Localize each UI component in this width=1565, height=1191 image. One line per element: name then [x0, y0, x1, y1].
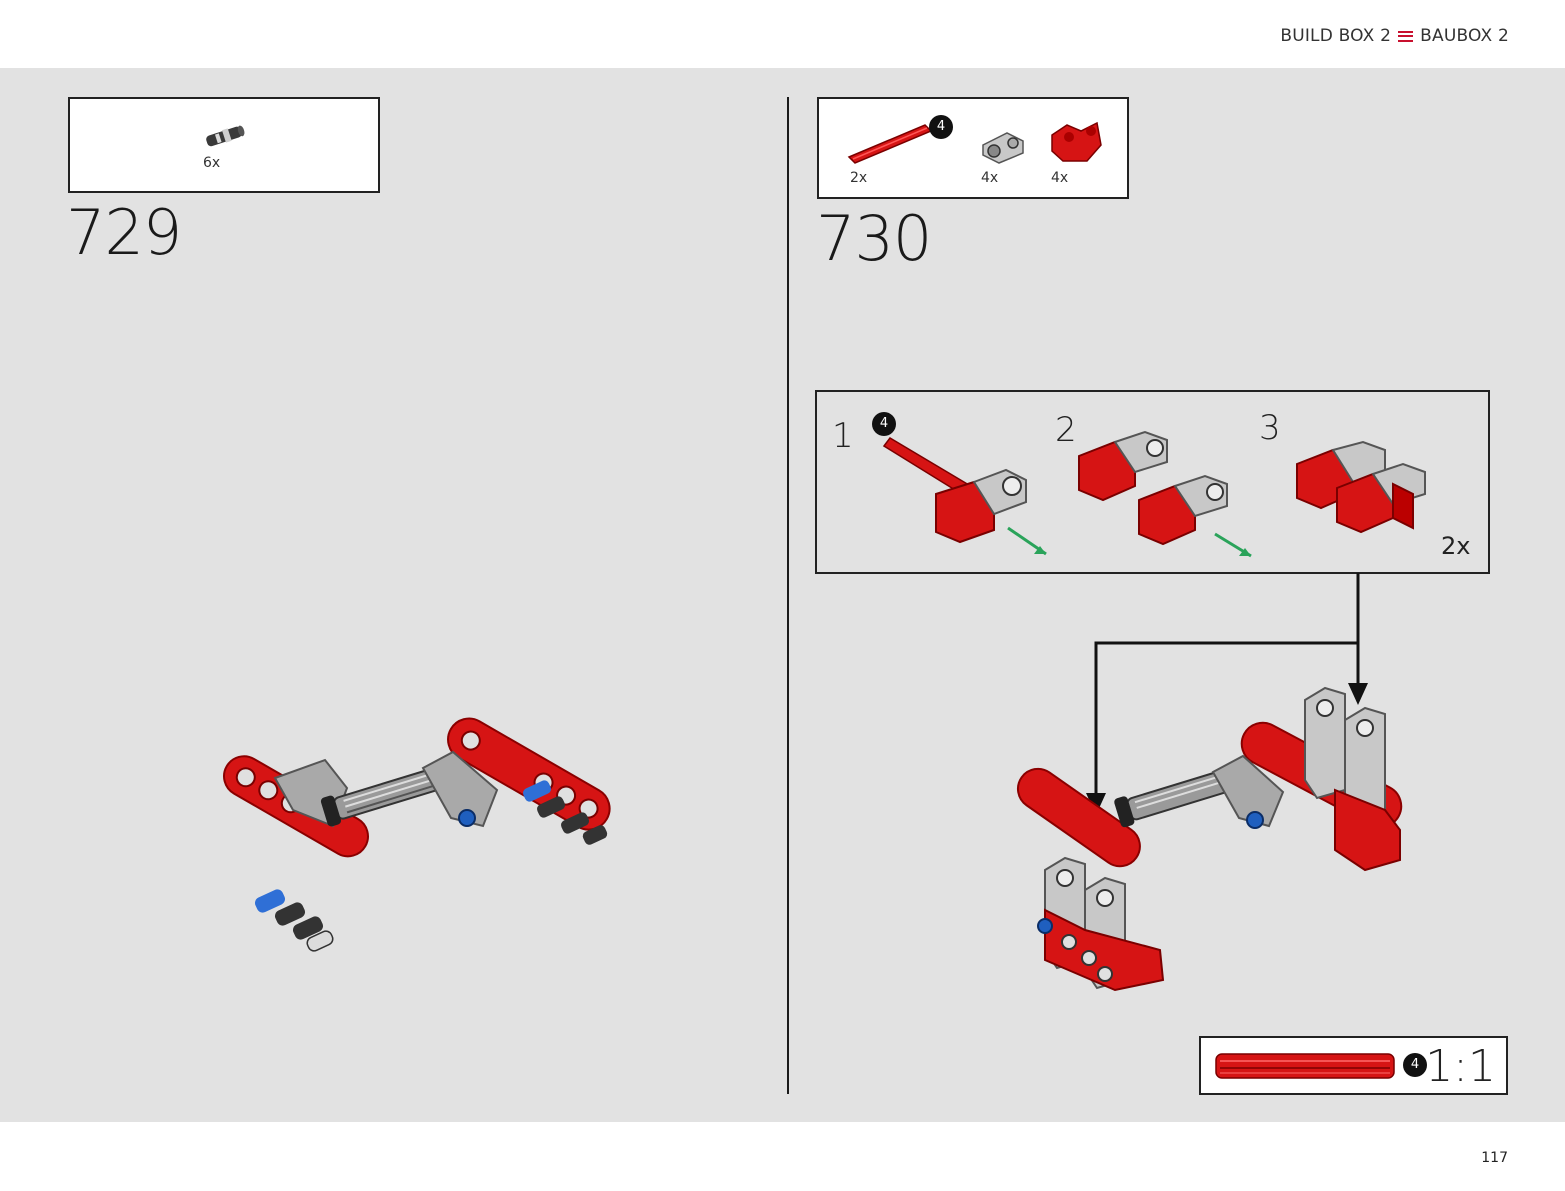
part-qty: 4x — [981, 170, 999, 186]
substep-3-illustration — [1296, 440, 1426, 534]
gray-connector-icon — [982, 132, 1024, 164]
part-qty: 6x — [203, 155, 221, 171]
model-illustration-729 — [223, 717, 611, 952]
part-qty: 2x — [850, 170, 868, 186]
scale-label: 1:1 — [1425, 1041, 1496, 1092]
pin-connector-icon — [206, 125, 245, 147]
build-box-en: BUILD BOX 2 — [1280, 26, 1392, 46]
axle-scale-icon — [1215, 1053, 1395, 1079]
step-number-729: 729 — [66, 196, 182, 269]
page-divider — [787, 97, 789, 1094]
header-title: BUILD BOX 2 BAUBOX 2 — [1280, 26, 1509, 46]
substep-number: 1 — [832, 416, 854, 456]
part-qty: 4x — [1051, 170, 1069, 186]
menu-icon — [1398, 30, 1414, 42]
model-illustration-730 — [1016, 686, 1403, 992]
instruction-area: 6x 729 — [0, 68, 1565, 1122]
substep-1-illustration — [882, 437, 1047, 556]
page-number: 117 — [1481, 1150, 1508, 1166]
parts-box-729: 6x — [68, 97, 380, 193]
length-badge: 4 — [872, 412, 896, 436]
build-box-de: BAUBOX 2 — [1420, 26, 1509, 46]
red-beam-icon — [1051, 121, 1102, 162]
substep-2-illustration — [1078, 430, 1252, 558]
substep-number: 3 — [1259, 408, 1281, 448]
subassembly-box: 1 4 2 3 2x — [815, 390, 1490, 574]
substep-number: 2 — [1055, 410, 1077, 450]
step-number-730: 730 — [816, 202, 932, 275]
substep-quantity: 2x — [1441, 532, 1471, 560]
length-badge: 4 — [929, 115, 953, 139]
scale-box: 4 1:1 — [1199, 1036, 1508, 1095]
parts-box-730: 4 2x 4x 4x — [817, 97, 1129, 199]
length-badge: 4 — [1403, 1053, 1427, 1077]
